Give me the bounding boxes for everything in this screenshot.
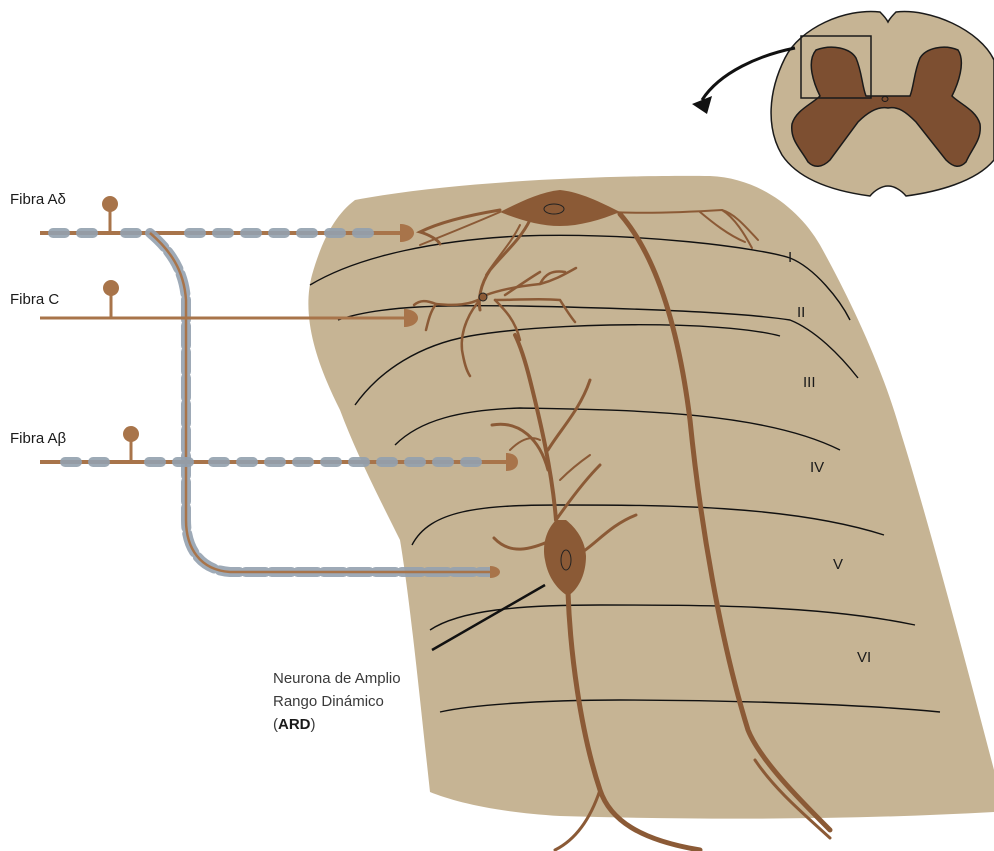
lamina-label-5: V bbox=[833, 556, 843, 573]
lamina-label-1: I bbox=[788, 249, 792, 266]
ard-abbreviation: ARD bbox=[278, 716, 311, 733]
a-delta-cell-body bbox=[102, 196, 118, 212]
lamina-label-4: IV bbox=[810, 459, 824, 476]
ard-paren-close: ) bbox=[311, 716, 316, 733]
ard-label: Neurona de Amplio Rango Dinámico (ARD) bbox=[273, 670, 401, 733]
lamina-label-3: III bbox=[803, 374, 816, 391]
c-cell-body bbox=[103, 280, 119, 296]
label-fibra-a-beta: Fibra Aβ bbox=[10, 430, 67, 447]
a-beta-cell-body bbox=[123, 426, 139, 442]
label-fibra-a-delta: Fibra Aδ bbox=[10, 191, 66, 208]
ard-label-line2: Rango Dinámico bbox=[273, 693, 384, 710]
label-fibra-c: Fibra C bbox=[10, 291, 59, 308]
lamina-label-2: II bbox=[797, 304, 805, 321]
spinal-cord-cross-section bbox=[692, 11, 994, 196]
dorsal-horn-tissue bbox=[308, 176, 994, 819]
lamina-label-6: VI bbox=[857, 649, 871, 666]
ard-label-line3: (ARD) bbox=[273, 716, 316, 733]
ard-label-line1: Neurona de Amplio bbox=[273, 670, 401, 687]
lamina-2-soma bbox=[479, 293, 487, 301]
